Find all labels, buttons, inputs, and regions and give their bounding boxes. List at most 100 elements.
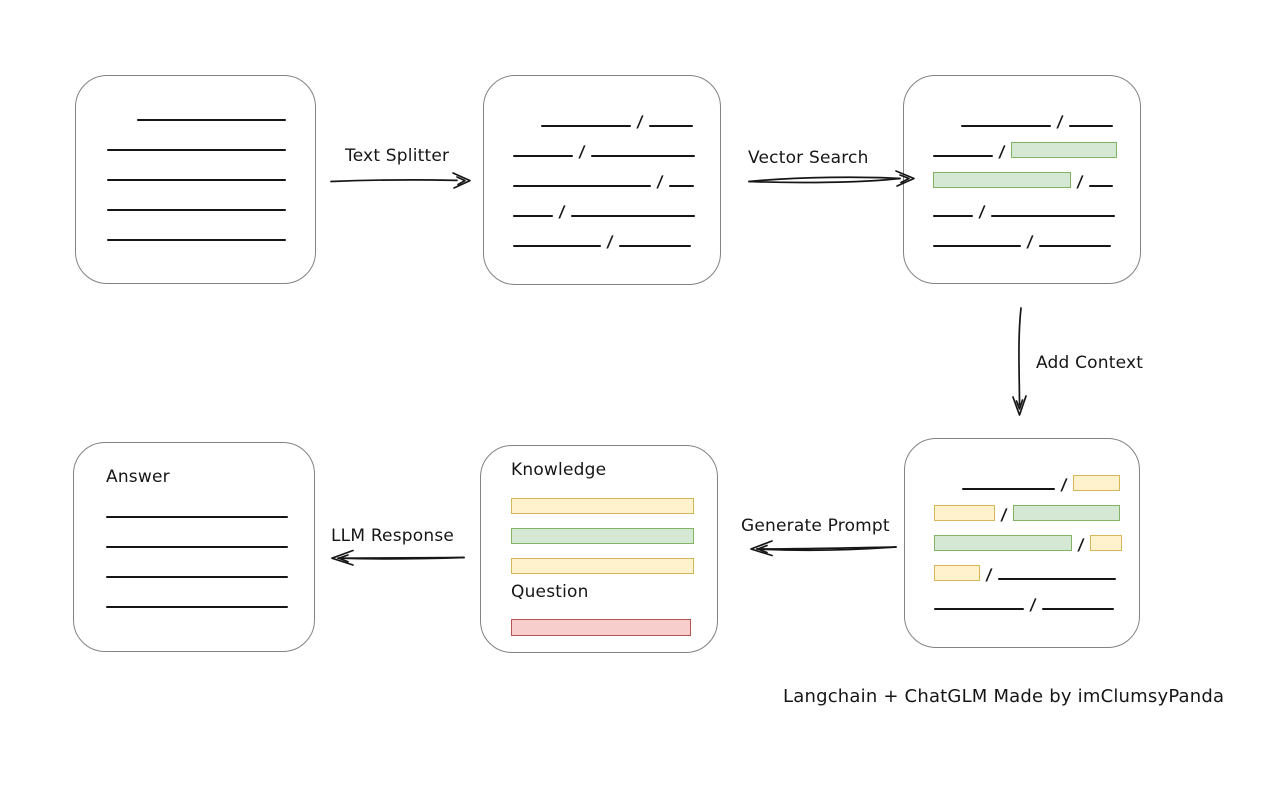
slash-separator: / <box>1060 475 1068 494</box>
answer-label: Answer <box>106 467 170 487</box>
yellow-highlight-chunk <box>1072 475 1120 491</box>
text-row: / <box>962 461 1139 494</box>
green-highlight-chunk <box>933 172 1071 188</box>
slash-separator: / <box>1076 172 1084 191</box>
llm-response-arrow-icon <box>331 549 465 566</box>
slash-separator: / <box>578 142 586 161</box>
slash-separator: / <box>606 232 614 251</box>
prompt-box: Knowledge Question <box>480 445 718 653</box>
slash-separator: / <box>1056 112 1064 131</box>
text-row: / <box>933 158 1140 191</box>
text-line <box>107 209 286 211</box>
slash-separator: / <box>1000 505 1008 524</box>
text-row: / <box>933 218 1140 251</box>
yellow-highlight-chunk <box>511 498 694 514</box>
text-row: / <box>541 98 720 131</box>
text-row: / <box>513 218 720 251</box>
slash-separator: / <box>1077 535 1085 554</box>
retrieved-lines: ///// <box>904 76 1140 251</box>
text-splitter-arrow-icon <box>330 172 471 189</box>
vector-search-arrow-icon <box>748 170 915 187</box>
text-line <box>106 606 288 608</box>
green-highlight-chunk <box>934 535 1072 551</box>
text-line <box>513 155 573 157</box>
text-line <box>962 488 1055 490</box>
text-row: / <box>934 491 1139 524</box>
slash-separator: / <box>656 172 664 191</box>
green-highlight-chunk <box>511 528 694 544</box>
text-row <box>107 122 315 152</box>
text-row <box>107 212 315 242</box>
slash-separator: / <box>636 112 644 131</box>
slash-separator: / <box>1029 595 1037 614</box>
add-context-arrow-icon <box>1012 307 1027 416</box>
text-row: / <box>934 521 1139 554</box>
text-row <box>106 489 314 519</box>
text-row: / <box>961 98 1140 131</box>
text-line <box>137 119 286 121</box>
text-line <box>933 215 973 217</box>
chunk-lines: / / / / / <box>484 76 720 251</box>
question-label: Question <box>511 582 589 602</box>
text-line <box>513 185 651 187</box>
retrieved-chunks-box: ///// <box>903 75 1141 284</box>
text-line <box>933 155 993 157</box>
text-line <box>107 239 286 241</box>
slash-separator: / <box>998 142 1006 161</box>
text-row <box>107 182 315 212</box>
yellow-highlight-chunk <box>511 558 694 574</box>
text-line <box>933 245 1021 247</box>
document-lines <box>76 76 315 242</box>
text-line <box>997 578 1116 580</box>
add-context-label: Add Context <box>1036 353 1144 373</box>
question-bars <box>511 606 717 636</box>
text-row <box>106 579 314 609</box>
text-row: / <box>513 128 720 161</box>
text-row <box>107 152 315 182</box>
text-line <box>513 245 601 247</box>
answer-lines <box>106 489 314 609</box>
text-line <box>541 125 631 127</box>
knowledge-bars <box>511 484 717 574</box>
text-row <box>511 484 717 514</box>
text-line <box>1041 608 1114 610</box>
text-row: / <box>934 581 1139 614</box>
text-line <box>961 125 1051 127</box>
text-splitter-label: Text Splitter <box>345 146 450 166</box>
text-line <box>1068 125 1113 127</box>
yellow-highlight-chunk <box>934 505 995 521</box>
knowledge-label: Knowledge <box>511 460 607 480</box>
text-line <box>106 576 288 578</box>
generate-prompt-arrow-icon <box>750 540 897 557</box>
slash-separator: / <box>1026 232 1034 251</box>
text-line <box>107 149 286 151</box>
text-row <box>511 606 717 636</box>
text-row <box>106 549 314 579</box>
llm-response-label: LLM Response <box>331 526 455 546</box>
text-row <box>511 514 717 544</box>
text-line <box>668 185 694 187</box>
red-highlight-chunk <box>511 619 691 636</box>
text-line <box>106 516 288 518</box>
answer-box: Answer <box>73 442 315 652</box>
text-row: / <box>933 188 1140 221</box>
yellow-highlight-chunk <box>934 565 980 581</box>
green-highlight-chunk <box>1012 505 1120 521</box>
slash-separator: / <box>985 565 993 584</box>
diagram-caption: Langchain + ChatGLM Made by imClumsyPand… <box>783 686 1225 707</box>
text-line <box>1088 185 1113 187</box>
text-line <box>513 215 553 217</box>
yellow-highlight-chunk <box>1089 535 1122 551</box>
vector-search-label: Vector Search <box>748 148 869 168</box>
text-line <box>590 155 695 157</box>
text-line <box>107 179 286 181</box>
text-line <box>618 245 691 247</box>
context-box: / / / / / <box>904 438 1140 648</box>
split-chunks-box: / / / / / <box>483 75 721 285</box>
text-line <box>934 608 1024 610</box>
text-line <box>990 215 1115 217</box>
text-row: / <box>934 551 1139 584</box>
text-line <box>106 546 288 548</box>
slash-separator: / <box>558 202 566 221</box>
